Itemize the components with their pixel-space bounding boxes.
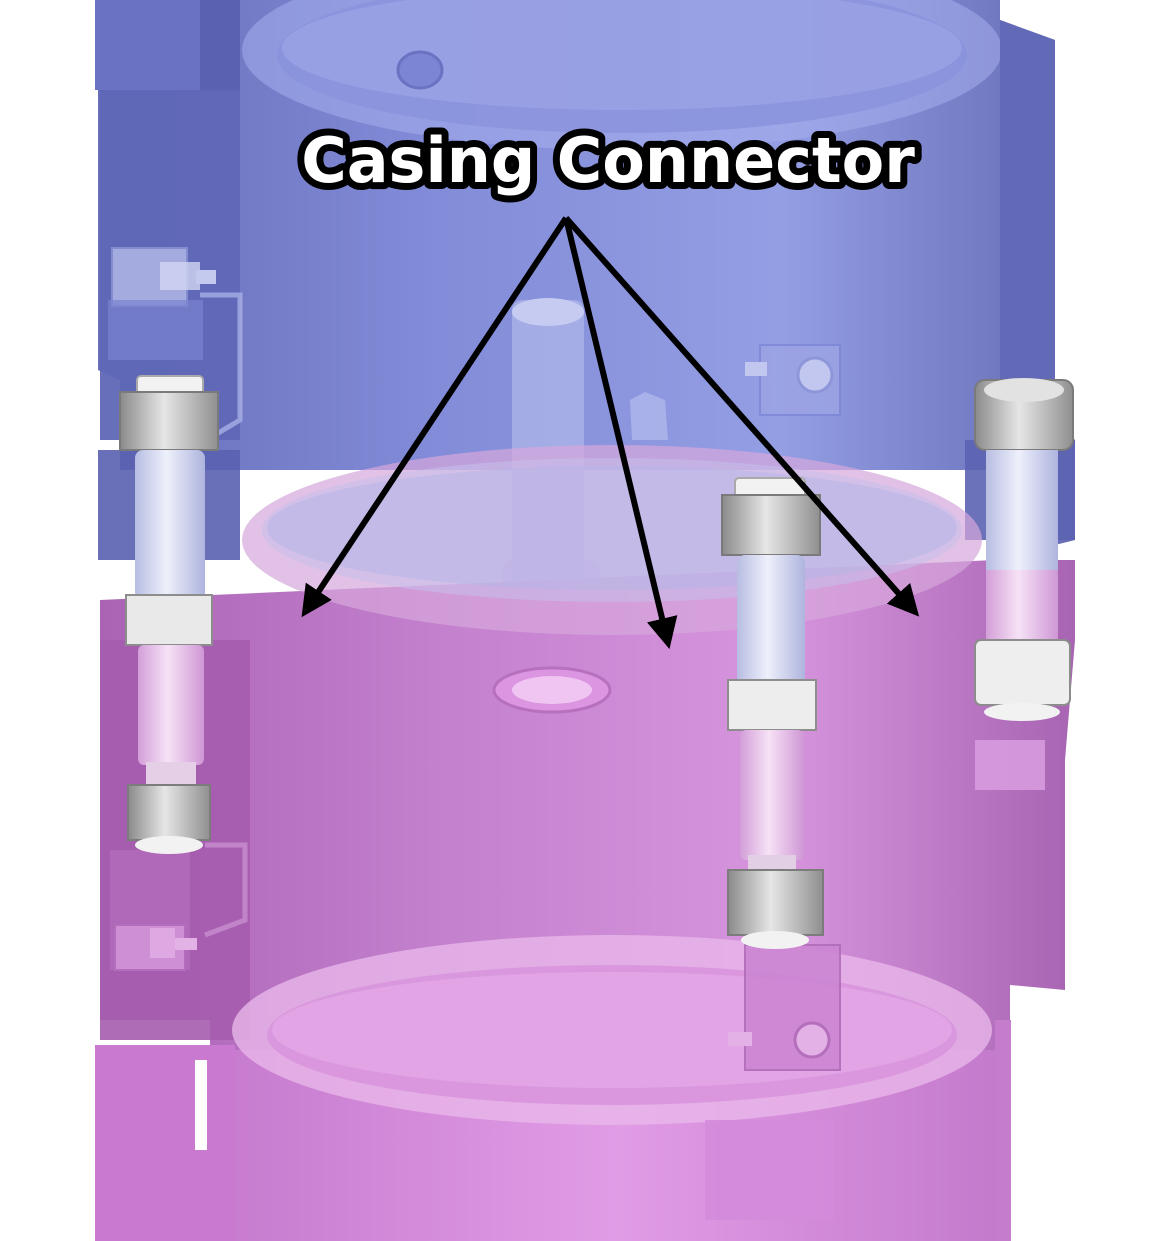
callout-arrows xyxy=(301,216,920,650)
arrow-icon xyxy=(301,216,569,618)
upper-left-bracket xyxy=(108,247,243,438)
lower-left-bracket xyxy=(110,842,248,971)
callout-label: Casing Connector xyxy=(301,124,915,197)
upper-casing xyxy=(95,0,1075,600)
lower-casing xyxy=(95,445,1075,1241)
arrow-icon xyxy=(563,216,920,617)
lower-right-bracket xyxy=(728,944,841,1071)
callout-label-outline: Casing Connector xyxy=(301,124,915,197)
arrow-icon xyxy=(563,217,678,650)
casing-connector-middle xyxy=(721,477,824,949)
upper-right-bracket xyxy=(745,344,841,416)
casing-connector-right xyxy=(974,378,1074,721)
casing-connector-left xyxy=(119,375,219,854)
